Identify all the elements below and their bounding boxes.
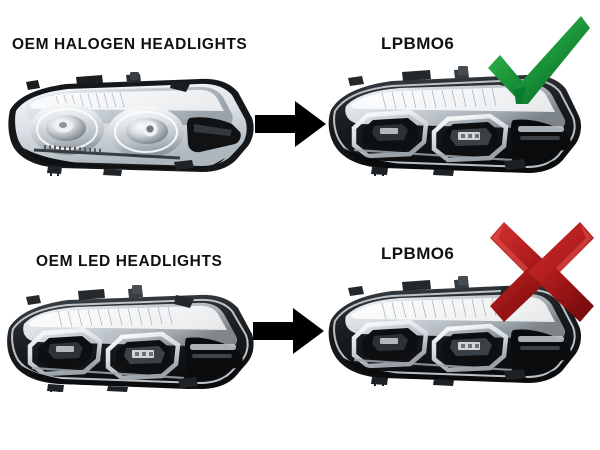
lpbmo6-headlight-bottom [326,272,584,386]
lpbmo6-label-bottom: LPBMO6 [381,244,455,263]
oem-led-headlight [4,282,256,392]
oem-led-label: OEM LED HEADLIGHTS [36,253,223,270]
right-arrow-icon [253,305,325,357]
right-arrow-icon [255,98,327,150]
oem-halogen-label: OEM HALOGEN HEADLIGHTS [12,36,248,53]
oem-halogen-headlight [4,66,256,176]
lpbmo6-headlight-top [326,62,584,176]
lpbmo6-label-top: LPBMO6 [381,34,455,53]
